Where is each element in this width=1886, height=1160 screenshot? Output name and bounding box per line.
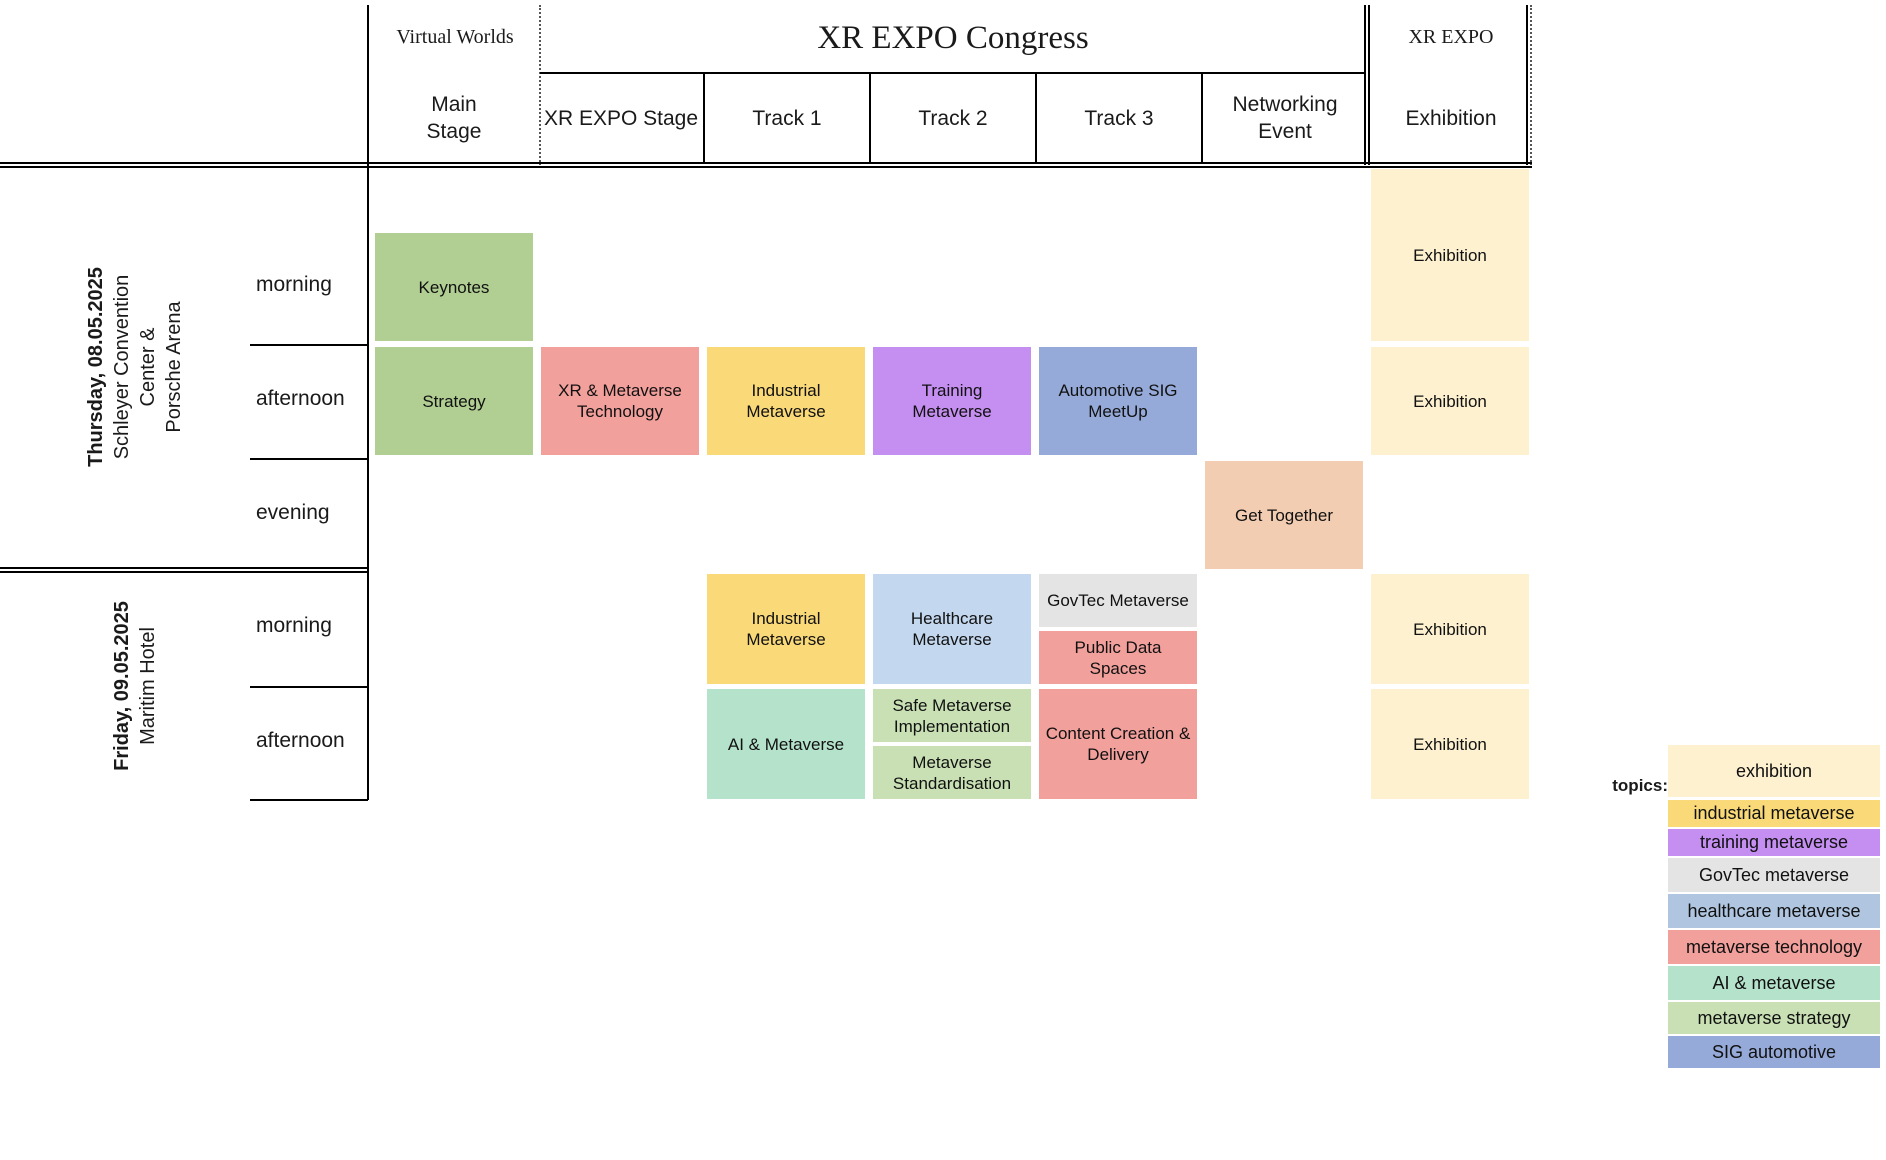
header-divider (539, 5, 541, 165)
legend-item-strategy: metaverse strategy (1668, 1002, 1880, 1034)
session-strategy: Strategy (375, 347, 533, 455)
group-title-virtual-worlds: Virtual Worlds (396, 26, 514, 48)
legend-title: topics: (1612, 776, 1668, 795)
session-exhibition: Exhibition (1371, 347, 1529, 455)
legend-item-industrial: industrial metaverse (1668, 800, 1880, 827)
slot-label: morning (256, 614, 332, 637)
column-header-track-2: Track 2 (918, 106, 988, 130)
slot-line (250, 799, 368, 801)
session-safe-metaverse: Safe Metaverse Implementation (873, 689, 1031, 742)
header-double-line (0, 162, 1532, 164)
column-header-networking: Networking Event (1232, 93, 1338, 143)
header-divider (1526, 5, 1528, 165)
day-double-line (0, 571, 369, 573)
header-subline (540, 72, 1365, 74)
header-divider (1530, 5, 1532, 165)
header-divider (1035, 74, 1037, 164)
session-ai-metaverse: AI & Metaverse (707, 689, 865, 799)
session-exhibition: Exhibition (1371, 689, 1529, 799)
header-divider (1364, 5, 1366, 165)
day-venue: Maritim Hotel (137, 627, 159, 745)
slot-line (250, 458, 368, 460)
day-thursday: Thursday, 08.05.2025 Schleyer Convention… (60, 166, 210, 568)
session-get-together: Get Together (1205, 461, 1363, 569)
legend-item-automotive: SIG automotive (1668, 1036, 1880, 1068)
legend-item-technology: metaverse technology (1668, 930, 1880, 964)
day-venue: Schleyer Convention Center & Porsche Are… (111, 274, 185, 460)
slot-line (250, 344, 368, 346)
column-header-track-3: Track 3 (1084, 106, 1154, 130)
session-keynotes: Keynotes (375, 233, 533, 341)
slot-divider (367, 165, 369, 800)
day-date: Thursday, 08.05.2025 (85, 267, 107, 467)
group-title-expo: XR EXPO (1408, 26, 1494, 48)
session-industrial-metaverse: Industrial Metaverse (707, 574, 865, 684)
slot-label: afternoon (256, 387, 345, 410)
header-divider (367, 5, 369, 165)
session-public-data-spaces: Public Data Spaces (1039, 631, 1197, 684)
column-header-xr-expo-stage: XR EXPO Stage (543, 106, 699, 130)
group-title-congress: XR EXPO Congress (817, 20, 1089, 56)
session-training-metaverse: Training Metaverse (873, 347, 1031, 455)
legend-item-govtec: GovTec metaverse (1668, 858, 1880, 892)
session-xr-metaverse-technology: XR & Metaverse Technology (541, 347, 699, 455)
legend-item-healthcare: healthcare metaverse (1668, 894, 1880, 928)
day-date: Friday, 09.05.2025 (111, 601, 133, 771)
column-header-exhibition: Exhibition (1405, 106, 1497, 130)
slot-line (250, 686, 368, 688)
column-header-main-stage: Main Stage (426, 93, 482, 143)
header-divider (703, 74, 705, 164)
session-industrial-metaverse: Industrial Metaverse (707, 347, 865, 455)
session-govtec-metaverse: GovTec Metaverse (1039, 574, 1197, 627)
slot-label: afternoon (256, 729, 345, 752)
day-friday: Friday, 09.05.2025 Maritim Hotel (60, 572, 210, 800)
session-metaverse-standardisation: Metaverse Standardisation (873, 746, 1031, 799)
header-double-line (0, 166, 1532, 168)
header-divider (1368, 5, 1370, 165)
column-header-track-1: Track 1 (752, 106, 822, 130)
session-exhibition: Exhibition (1371, 574, 1529, 684)
day-double-line (0, 567, 369, 569)
session-content-creation: Content Creation & Delivery (1039, 689, 1197, 799)
session-exhibition: Exhibition (1371, 169, 1529, 341)
legend-item-exhibition: exhibition (1668, 745, 1880, 797)
session-healthcare-metaverse: Healthcare Metaverse (873, 574, 1031, 684)
legend-item-ai: AI & metaverse (1668, 966, 1880, 1000)
slot-label: morning (256, 273, 332, 296)
legend-item-training: training metaverse (1668, 829, 1880, 856)
header-divider (869, 74, 871, 164)
header-divider (1201, 74, 1203, 164)
slot-label: evening (256, 501, 330, 524)
session-automotive-sig: Automotive SIG MeetUp (1039, 347, 1197, 455)
